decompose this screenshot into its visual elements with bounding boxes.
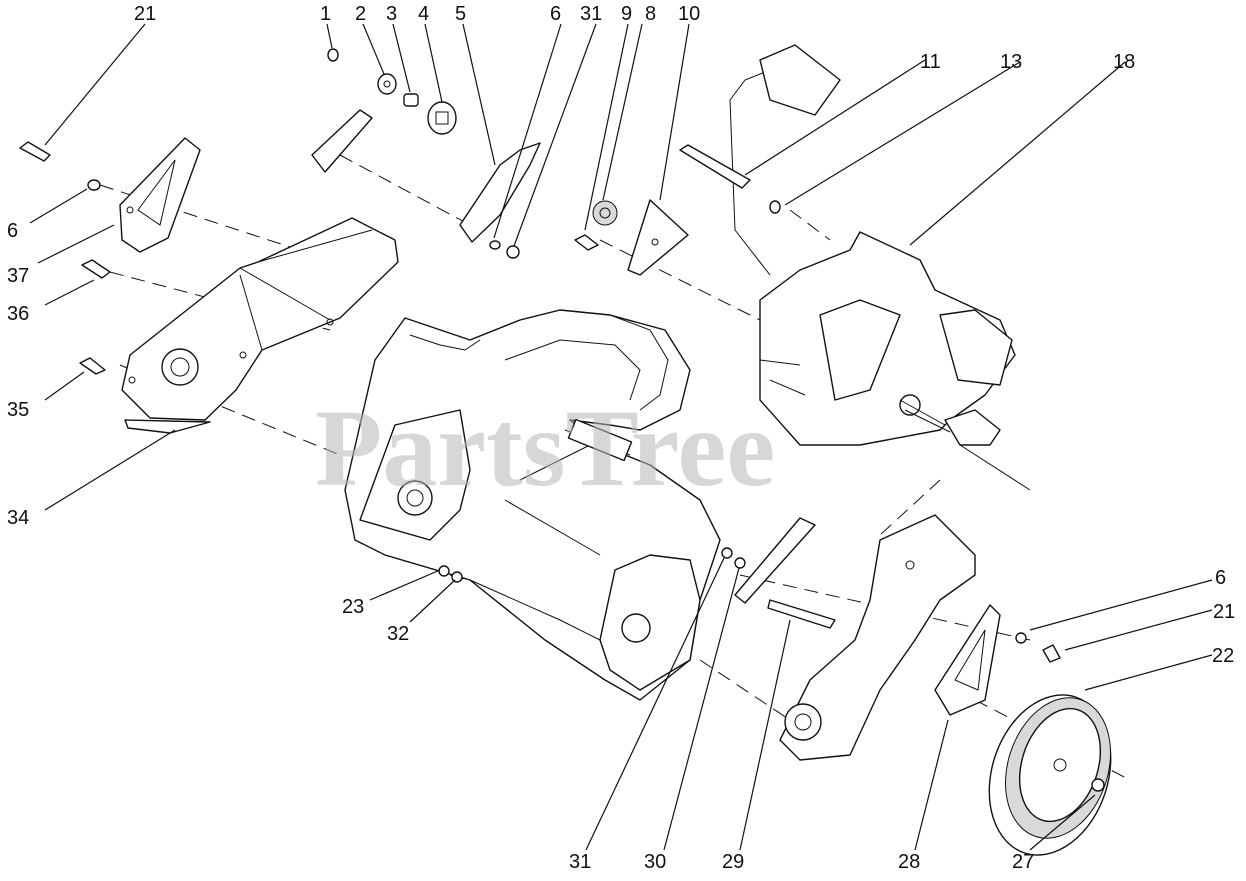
bearing-4 [427,101,457,135]
gusset-bracket-37 [119,137,201,253]
axle-27 [1091,778,1105,792]
callout-31: 31 [580,3,602,25]
wheel-22 [988,694,1112,856]
callout-6: 6 [1215,567,1226,589]
nut-32 [451,571,463,583]
right-side-plate [779,514,976,761]
callout-29: 29 [722,851,744,873]
watermark: PartsTree [315,387,775,509]
washer-6-right [1015,632,1027,644]
sprocket-9 [592,200,618,226]
leader-lines [29,23,1213,851]
washer-30 [734,557,746,569]
bolt-35 [79,357,106,375]
callout-23: 23 [342,596,364,618]
bolt-21-left [19,141,51,162]
callout-22: 22 [1212,645,1234,667]
callout-34: 34 [7,507,29,529]
callout-1: 1 [320,3,331,25]
nut-1 [327,48,339,62]
callout-36: 36 [7,303,29,325]
callout-9: 9 [621,3,632,25]
callout-30: 30 [644,851,666,873]
main-housing [344,309,721,701]
callout-27: 27 [1012,851,1034,873]
callout-4: 4 [418,3,429,25]
callout-32: 32 [387,623,409,645]
gusset-bracket-28 [934,604,1001,716]
washer-2 [377,73,397,95]
callout-2: 2 [355,3,366,25]
callout-11: 11 [920,51,941,73]
callout-18: 18 [1113,51,1135,73]
bolt-21-right [1042,644,1061,663]
washer-6-top [489,240,501,250]
nut-31-bottom [721,547,733,559]
callout-3: 3 [386,3,397,25]
left-side-plate [121,217,399,434]
callout-labels: 21 6 37 36 35 34 1 2 3 4 5 6 31 9 8 10 1… [7,3,1235,873]
callout-21: 21 [134,3,156,25]
spacer-3 [403,93,419,107]
baffle-left [311,109,373,173]
washer-23 [438,565,450,577]
callout-37: 37 [7,265,29,287]
callout-5: 5 [455,3,466,25]
nut-31-top [506,245,520,259]
callout-28: 28 [898,851,920,873]
callout-10: 10 [678,3,700,25]
baffle-29 [767,599,836,629]
callout-6: 6 [550,3,561,25]
callout-8: 8 [645,3,656,25]
bearing-housing-5 [459,142,541,243]
washer-6-left [87,179,101,191]
callout-31: 31 [569,851,591,873]
bracket-10 [627,199,689,276]
chute-control-rod [679,44,841,276]
baffle-upper-right [734,517,816,604]
engine-assembly-18 [759,231,1031,491]
callout-13: 13 [1000,51,1022,73]
callout-6: 6 [7,220,18,242]
bolt-8 [574,234,599,251]
bolt-36 [81,259,111,279]
callout-21: 21 [1213,601,1235,623]
callout-35: 35 [7,399,29,421]
